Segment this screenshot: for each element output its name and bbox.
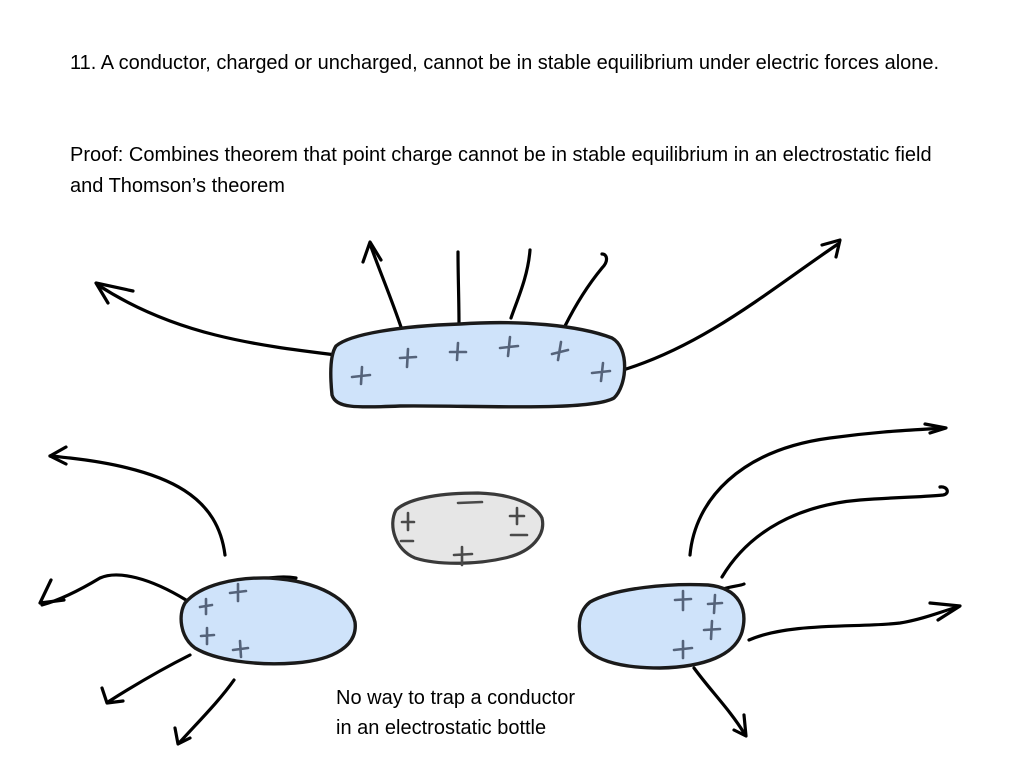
bottom-right-conductor-group <box>577 422 962 738</box>
plus-sign <box>702 619 722 641</box>
field-line <box>40 573 188 607</box>
top-conductor <box>329 320 627 409</box>
plus-sign <box>398 347 418 369</box>
plus-sign <box>673 589 693 612</box>
plus-sign <box>198 597 214 616</box>
arrowhead <box>38 578 66 605</box>
field-line <box>621 242 840 372</box>
plus-sign <box>350 365 372 386</box>
field-line <box>106 653 192 704</box>
plus-sign <box>550 340 570 362</box>
field-line <box>747 605 960 642</box>
arrowhead <box>928 601 962 622</box>
bottom-right-conductor <box>577 582 746 670</box>
caption-line-2: in an electrostatic bottle <box>336 717 547 739</box>
arrowhead <box>94 281 135 305</box>
minus-sign <box>456 500 484 505</box>
field-line <box>692 666 746 735</box>
central-conductor-group <box>391 491 545 567</box>
field-line <box>509 248 532 320</box>
arrowhead <box>173 726 192 746</box>
central-conductor <box>391 491 545 565</box>
field-line <box>563 252 609 328</box>
theorem-statement: 11. A conductor, charged or uncharged, c… <box>70 52 940 74</box>
field-line <box>178 678 236 744</box>
caption: No way to trap a conductor in an electro… <box>336 683 575 743</box>
plus-sign <box>400 511 416 532</box>
field-line <box>48 454 227 557</box>
plus-sign <box>706 593 724 615</box>
arrowhead <box>48 445 68 466</box>
plus-sign <box>199 626 216 646</box>
field-line <box>96 283 338 357</box>
field-line <box>688 426 947 557</box>
plus-sign <box>672 639 694 660</box>
arrowhead <box>732 713 748 738</box>
bottom-left-conductor <box>179 576 357 666</box>
plus-sign <box>590 361 612 383</box>
bottom-left-conductor-group <box>38 445 357 746</box>
field-line <box>456 250 461 327</box>
plus-sign <box>231 639 250 659</box>
field-line <box>720 485 949 579</box>
plus-sign <box>508 506 526 526</box>
arrowhead <box>923 422 948 435</box>
plus-sign <box>448 341 468 362</box>
plus-sign <box>452 545 474 567</box>
arrowhead <box>361 240 383 264</box>
arrowhead <box>100 686 125 705</box>
top-conductor-group <box>94 238 842 409</box>
caption-line-1: No way to trap a conductor <box>336 687 576 709</box>
arrowhead <box>820 238 842 259</box>
proof-statement: Proof: Combines theorem that point charg… <box>70 144 932 197</box>
plus-sign <box>228 582 248 603</box>
plus-sign <box>498 335 520 358</box>
field-line <box>368 242 404 332</box>
